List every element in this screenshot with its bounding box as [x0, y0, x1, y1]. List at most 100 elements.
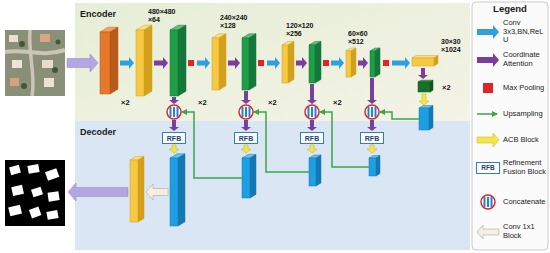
attention-arrow: [241, 91, 251, 104]
legend-sample-attention: [477, 53, 499, 67]
input-house: [9, 35, 18, 42]
repeat-slot: ×2: [333, 99, 342, 107]
dimension-label: 480×480 ×64: [148, 8, 175, 23]
attention-arrow: [367, 120, 377, 131]
legend-text-slot: ACB Block: [503, 136, 547, 145]
legend-sample-concatenate-bar: [487, 197, 489, 207]
repeat-slot: ×2: [268, 99, 277, 107]
legend-text: Coordinate Attention: [503, 51, 547, 68]
decoder-block-side: [316, 155, 321, 186]
conv1x1-arrow: [146, 184, 168, 200]
decoder-block: [170, 158, 178, 226]
input-road: [5, 50, 65, 53]
repeat-count: ×2: [442, 84, 451, 92]
legend-sample-concatenate: [481, 195, 495, 209]
dimension-slot: 240×240 ×128: [220, 14, 247, 29]
concatenate-bar: [375, 107, 377, 117]
input-house: [42, 60, 53, 68]
concatenate-bar: [242, 107, 244, 117]
repeat-count: ×2: [268, 99, 277, 107]
feature-block: [212, 38, 219, 90]
mask-house: [11, 185, 24, 196]
repeat-count: ×2: [121, 99, 130, 107]
attention-arrow: [307, 120, 317, 131]
concatenate-bar: [308, 107, 310, 117]
legend-sample-upsampling: [477, 113, 497, 115]
acb-arrow: [241, 145, 251, 153]
feature-block-side: [288, 41, 294, 83]
attention-block: [309, 45, 315, 83]
legend-text-slot: Max Pooling: [503, 84, 547, 93]
repeat-count: ×2: [333, 99, 342, 107]
block-name: RFB: [305, 135, 319, 142]
output-block-side: [138, 156, 144, 222]
mask-house: [45, 168, 59, 181]
dimension-slot: 60×60 ×512: [348, 30, 368, 45]
input-arrow: [67, 54, 98, 72]
conv-arrow: [392, 57, 410, 69]
decoder-band-fill: [75, 121, 470, 250]
feature-block-side: [351, 48, 356, 77]
attention-arrow: [154, 57, 168, 69]
concatenate-bar: [311, 107, 313, 117]
legend-text-slot: Refinement Fusion Block: [503, 159, 547, 176]
conv-arrow: [120, 57, 134, 69]
rfb-box: RFB: [300, 132, 324, 144]
concatenate-bar: [371, 107, 373, 117]
network-blocks: [67, 25, 499, 239]
output-mask: [5, 160, 65, 226]
concatenate: [167, 105, 181, 119]
legend-text: Upsampling: [503, 110, 547, 119]
attention-arrow: [296, 57, 307, 69]
input-house: [12, 60, 22, 68]
decoder-block: [419, 108, 429, 130]
attention-block: [170, 30, 178, 96]
acb-arrow: [169, 145, 179, 153]
legend-sample-rfb: RFB: [476, 162, 500, 174]
legend-sample-concatenate-bar: [491, 197, 493, 207]
mask-ground: [5, 160, 65, 226]
acb-arrow: [367, 145, 377, 153]
max-pool: [323, 60, 329, 66]
legend-swatch: [483, 83, 493, 93]
feature-block: [136, 30, 144, 96]
acb-arrow: [307, 145, 317, 153]
input-tree: [21, 83, 27, 89]
block-name: RFB: [239, 135, 253, 142]
input-tree: [52, 67, 58, 73]
bottleneck-attention: [418, 82, 430, 92]
bottleneck-block-top: [412, 56, 438, 58]
legend-text: Conv 1x1 Block: [503, 223, 547, 240]
concatenate-bar: [245, 107, 247, 117]
attention-block-side: [249, 34, 256, 90]
attention-block-side: [375, 48, 380, 77]
legend-sample-acb: [477, 133, 499, 147]
input-ground: [5, 30, 65, 96]
upsampling-line: [182, 112, 242, 178]
attention-block: [370, 51, 375, 77]
legend-text: Conv 3x3,BN,ReLU: [503, 19, 547, 45]
attention-block-side: [315, 41, 321, 83]
dimension-label: 60×60 ×512: [348, 30, 368, 45]
attention-arrow: [169, 120, 179, 131]
bottleneck-block-side: [434, 56, 438, 66]
rfb-box: RFB: [162, 132, 186, 144]
attention-block: [242, 38, 249, 90]
repeat-slot: ×2: [121, 99, 130, 107]
encoder-band-fill: [75, 3, 470, 121]
output-arrow: [68, 183, 128, 201]
decoder-block: [369, 158, 376, 176]
repeat-count: ×2: [198, 99, 207, 107]
legend-sample-concatenate-bar: [484, 197, 486, 207]
mask-house: [9, 165, 21, 175]
region-title: Encoder: [80, 9, 116, 19]
conv-arrow: [331, 57, 344, 69]
concatenate-bar: [173, 107, 175, 117]
concatenate-bar: [249, 107, 251, 117]
legend-text-slot: Conv 3x3,BN,ReLU: [503, 19, 547, 45]
output-block: [130, 160, 138, 222]
dimension-label: 30×30 ×1024: [441, 38, 461, 53]
